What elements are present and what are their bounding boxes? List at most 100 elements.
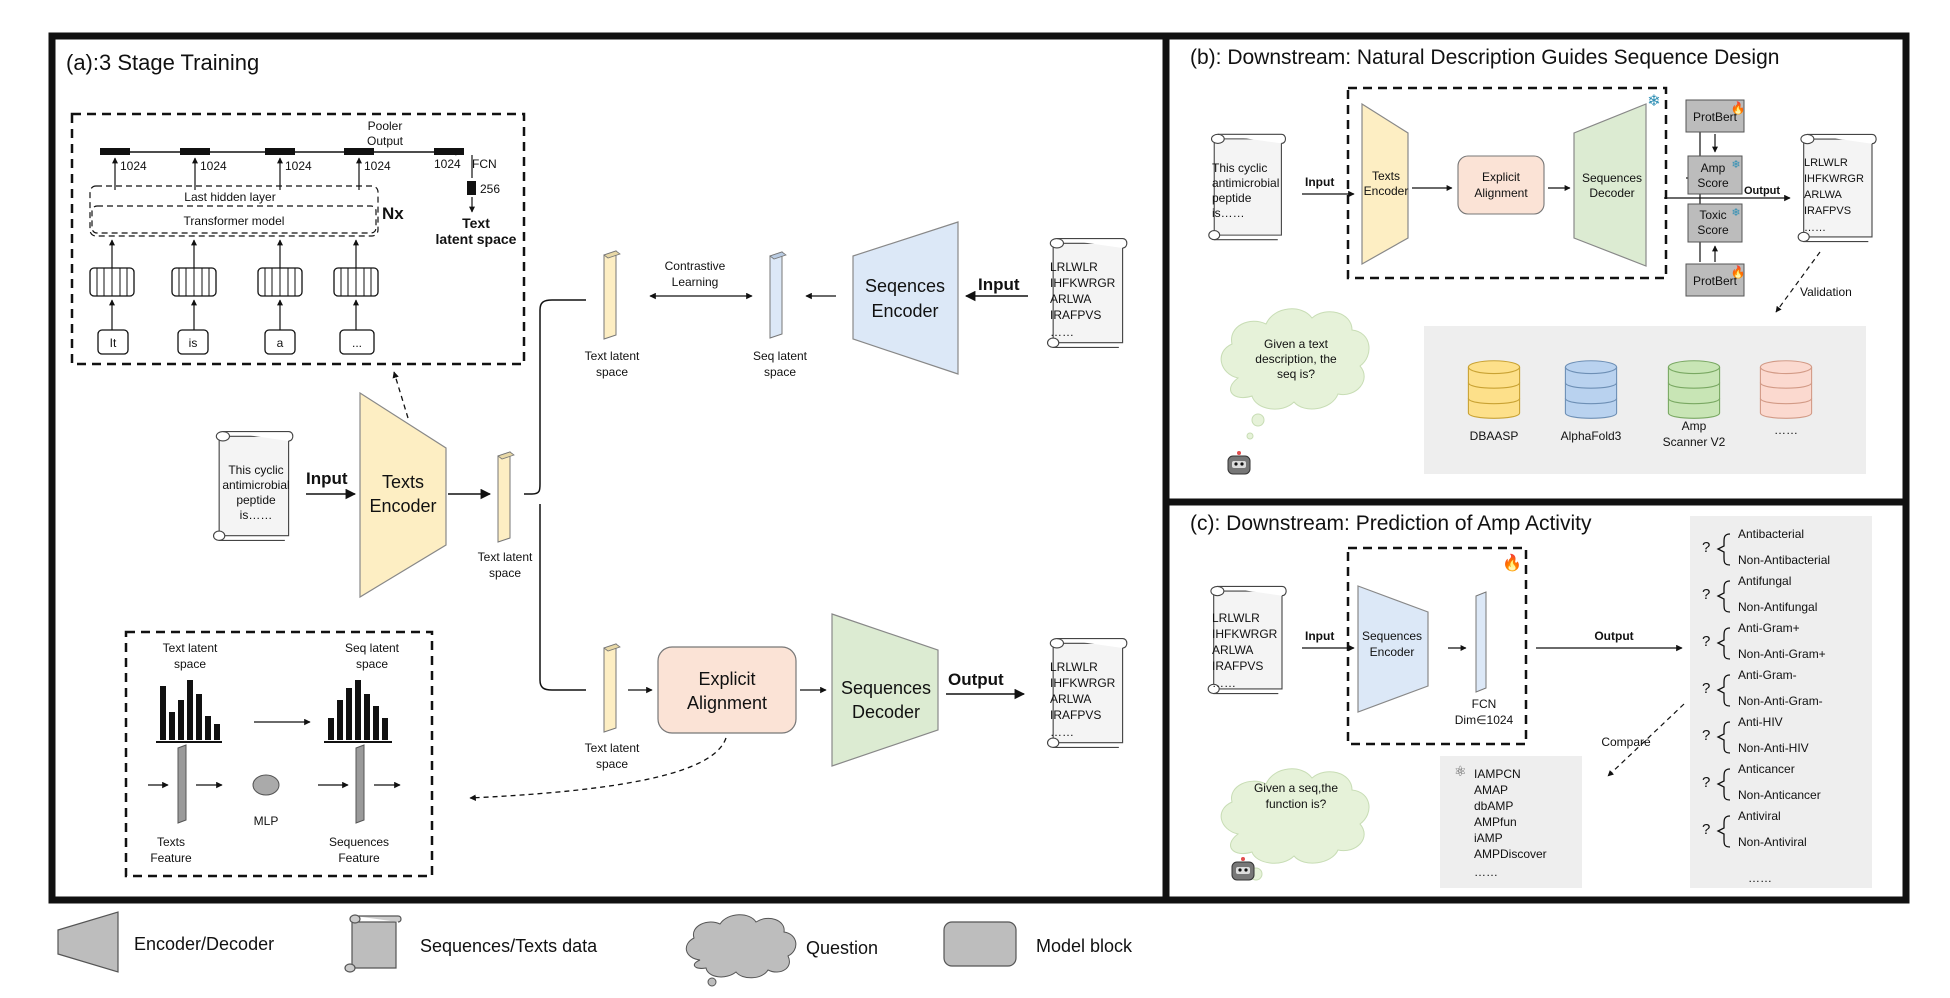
seq-data-bottom-lines: LRLWLR IHFKWRGR ARLWA IRAFPVS ……: [1050, 660, 1116, 739]
scroll-icon: [344, 914, 402, 973]
svg-text:……: ……: [1050, 325, 1074, 339]
prediction-label: Anticancer: [1738, 762, 1795, 776]
method-item: ……: [1474, 865, 1498, 879]
seq-encoder-shape: [852, 221, 959, 375]
b-output-lines: LRLWLR IHFKWRGR ARLWA IRAFPVS ……: [1804, 157, 1864, 234]
text-latent-label: space: [489, 566, 521, 580]
texts-encoder-shape: [359, 391, 447, 599]
c-input-lines: LRLWLR IHFKWRGR ARLWA IRAFPVS ……: [1212, 611, 1278, 690]
explicit-alignment-label: Alignment: [687, 693, 767, 713]
seq-feature-label: Sequences: [329, 835, 389, 849]
output-label: Output: [948, 670, 1004, 689]
c-question-cloud: [1220, 768, 1370, 864]
database-label: Scanner V2: [1663, 435, 1726, 449]
text-latent-bar-top: [603, 250, 621, 340]
svg-text:ARLWA: ARLWA: [1212, 643, 1253, 657]
seq-encoder-label: Seqences: [865, 276, 945, 296]
transformer-model-box: [91, 205, 377, 234]
c-output-label: Output: [1594, 629, 1633, 643]
protbert-label: ProtBert: [1693, 274, 1738, 288]
legend-label: Model block: [1036, 936, 1133, 956]
snowflake-icon: ❄: [1731, 207, 1740, 219]
prediction-label: Non-Anti-Gram-: [1738, 694, 1823, 708]
svg-text:IHFKWRGR: IHFKWRGR: [1804, 173, 1864, 185]
c-input-label: Input: [1305, 629, 1334, 643]
text-latent-label: Text latent: [585, 349, 640, 363]
texts-feature-label: Texts: [157, 835, 185, 849]
question-mark: ?: [1702, 774, 1710, 791]
mlp-node: [252, 774, 280, 796]
seq-encoder-label: Encoder: [871, 301, 938, 321]
c-fcn-bar: [1475, 591, 1487, 693]
align-text-latent-label: space: [174, 657, 206, 671]
seq-decoder-shape: [831, 613, 939, 767]
mlp-label: MLP: [254, 814, 279, 828]
flame-icon: 🔥: [1502, 553, 1522, 572]
prediction-label: Non-Antiviral: [1738, 835, 1807, 849]
seq-feature-bar: [355, 744, 365, 824]
alignment-detail-box: [124, 630, 434, 878]
svg-text:antimicrobial: antimicrobial: [1212, 176, 1279, 190]
b-alignment-block: [1457, 155, 1545, 215]
svg-text:is……: is……: [240, 508, 273, 522]
seq-latent-label: space: [764, 365, 796, 379]
panel-c-frame: [1162, 498, 1910, 904]
b-alignment-label: Explicit: [1482, 170, 1521, 184]
dim-256-label: 256: [480, 182, 500, 196]
choice-bracket: [1716, 533, 1731, 566]
toxic-score-label: Score: [1697, 223, 1729, 237]
c-methods-list: IAMPCN AMAP dbAMP AMPfun iAMP AMPDiscove…: [1474, 767, 1547, 879]
method-item: AMAP: [1474, 783, 1508, 797]
svg-text:IRAFPVS: IRAFPVS: [1212, 659, 1263, 673]
question-mark: ?: [1702, 821, 1710, 838]
dim-label: 1024: [364, 159, 391, 173]
method-item: IAMPCN: [1474, 767, 1521, 781]
b-texts-encoder-shape: [1361, 102, 1409, 266]
text-latent-bar-center: [497, 451, 515, 543]
choice-bracket: [1716, 580, 1731, 613]
question-mark: ?: [1702, 727, 1710, 744]
b-frozen-model-box: [1346, 86, 1668, 280]
compare-label: Compare: [1601, 735, 1651, 749]
seq-decoder-label: Sequences: [841, 678, 931, 698]
b-seq-decoder-shape: [1573, 103, 1647, 267]
prediction-label: Antiviral: [1738, 809, 1781, 823]
svg-text:peptide: peptide: [236, 493, 276, 507]
pooler-label: Output: [367, 134, 404, 148]
b-toxic-score: [1687, 203, 1743, 243]
prediction-row: ?Anti-Gram-Non-Anti-Gram-: [1702, 668, 1823, 708]
b-question-cloud: [1220, 308, 1370, 410]
contrastive-label: Learning: [672, 275, 719, 289]
seq-latent-histogram: [324, 680, 392, 743]
align-text-latent-label: Text latent: [163, 641, 218, 655]
dim-label: 1024: [120, 159, 147, 173]
database-ampscanner: [1667, 360, 1721, 419]
prediction-more: ……: [1748, 871, 1772, 885]
texts-feature-label: Feature: [150, 851, 192, 865]
prediction-label: Non-Antifungal: [1738, 600, 1817, 614]
text-latent-bar-bottom: [603, 643, 621, 733]
b-protbert-bottom: [1685, 263, 1745, 297]
question-mark: ?: [1702, 586, 1710, 603]
method-item: iAMP: [1474, 831, 1503, 845]
trapezoid-icon: [57, 911, 119, 973]
prediction-label: Anti-Gram+: [1738, 621, 1800, 635]
explicit-alignment-block: [657, 646, 797, 734]
validation-label: Validation: [1800, 285, 1852, 299]
prediction-row: ?Anti-Gram+Non-Anti-Gram+: [1702, 621, 1826, 661]
last-hidden-label: Last hidden layer: [184, 190, 275, 204]
choice-bracket: [1716, 815, 1731, 848]
c-question-text: function is?: [1266, 797, 1327, 811]
svg-text:LRLWLR: LRLWLR: [1050, 260, 1098, 274]
prediction-label: Non-Anti-HIV: [1738, 741, 1809, 755]
align-seq-latent-label: Seq latent: [345, 641, 400, 655]
svg-text:IHFKWRGR: IHFKWRGR: [1050, 276, 1116, 290]
detail-link-arrow: [392, 371, 409, 419]
hidden-state-blocks: [100, 148, 464, 155]
svg-text:antimicrobial: antimicrobial: [222, 478, 289, 492]
seq-latent-label: Seq latent: [753, 349, 808, 363]
choice-bracket: [1716, 627, 1731, 660]
svg-text:IHFKWRGR: IHFKWRGR: [1212, 627, 1278, 641]
seq-data-top-lines: LRLWLR IHFKWRGR ARLWA IRAFPVS ……: [1050, 260, 1116, 339]
